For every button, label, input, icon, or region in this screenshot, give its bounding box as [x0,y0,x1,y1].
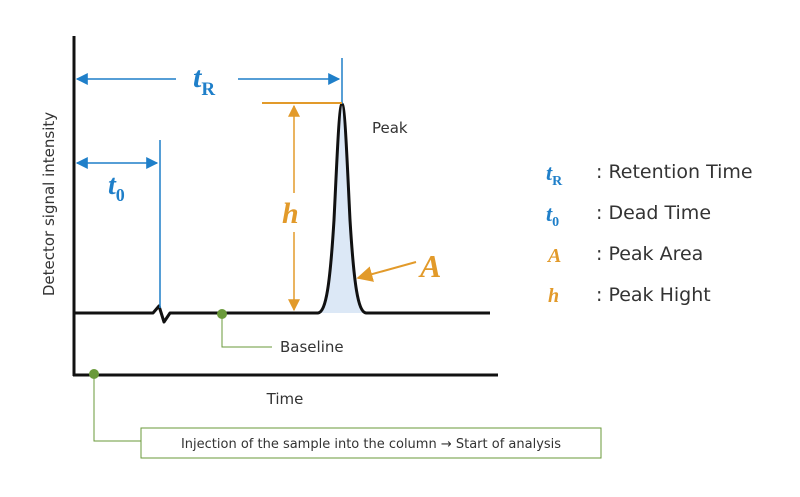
signal-trace [74,102,490,324]
baseline-marker [217,309,227,319]
legend-label-retention-time: : Retention Time [596,161,753,183]
legend-symbol-h: h [548,285,559,307]
legend-label-peak-area: : Peak Area [596,243,703,265]
legend-item-peak-height: h : Peak Hight [548,284,711,307]
h-label: h [282,197,299,230]
area-pointer-arrow [356,261,417,282]
legend-symbol-tR: tR [546,160,563,189]
peak-area-fill [318,104,366,313]
legend-symbol-t0: t0 [546,201,559,230]
legend: tR : Retention Time t0 : Dead Time A : P… [546,160,753,307]
injection-label: Injection of the sample into the column … [181,437,561,452]
area-label: A [418,248,441,284]
legend-item-retention-time: tR : Retention Time [546,160,753,189]
injection-box [140,427,602,459]
legend-item-dead-time: t0 : Dead Time [546,201,711,230]
injection-marker [89,369,99,379]
x-axis-label: Time [266,390,304,408]
baseline-leader-line [221,314,272,348]
legend-item-peak-area: A : Peak Area [546,243,703,267]
baseline-label: Baseline [280,338,344,356]
injection-leader-line [93,374,141,442]
legend-symbol-A: A [546,245,561,267]
legend-label-peak-height: : Peak Hight [596,284,711,306]
peak-label: Peak [372,119,408,137]
y-axis-label: Detector signal intensity [40,112,58,296]
tR-label: tR [193,61,215,100]
t0-label: t0 [108,170,125,205]
legend-label-dead-time: : Dead Time [596,202,711,224]
